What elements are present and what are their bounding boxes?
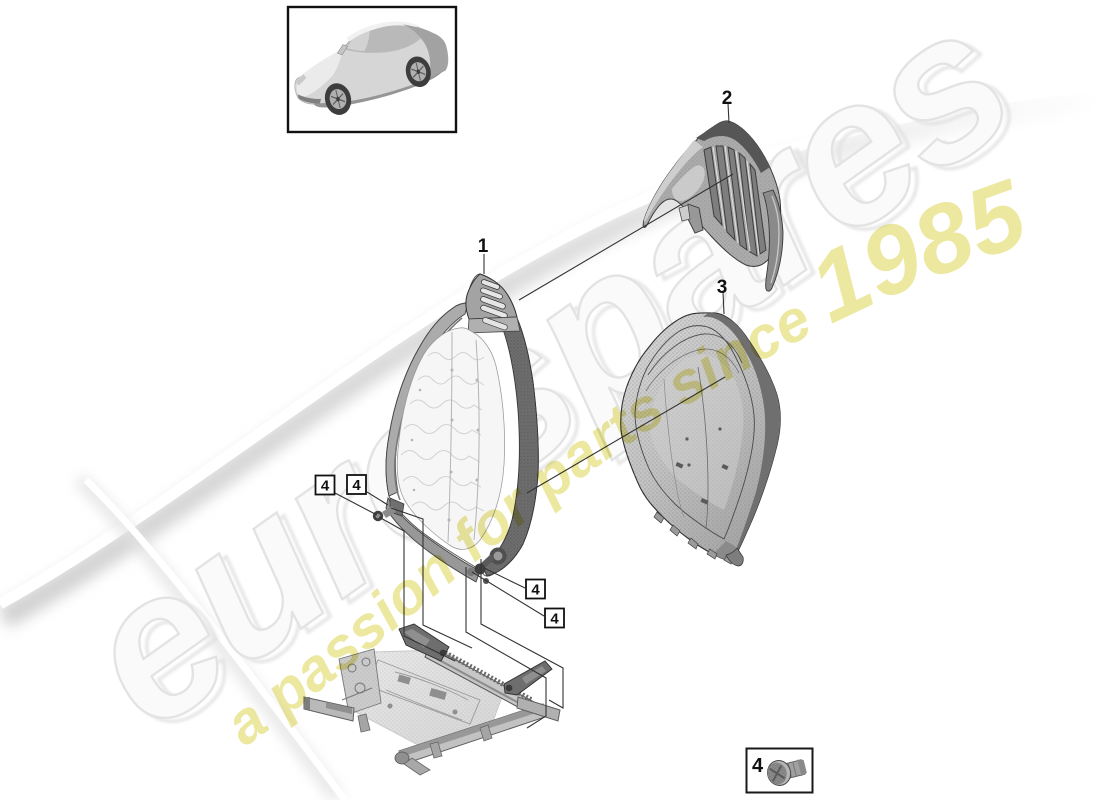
svg-text:1: 1: [478, 236, 489, 257]
svg-text:4: 4: [531, 582, 540, 599]
svg-text:4: 4: [321, 478, 330, 495]
svg-text:4: 4: [550, 611, 559, 628]
svg-text:eurospares: eurospares: [42, 0, 1048, 772]
svg-text:3: 3: [717, 277, 728, 298]
svg-text:2: 2: [722, 88, 733, 109]
svg-text:4: 4: [752, 755, 764, 777]
svg-text:4: 4: [352, 477, 361, 494]
